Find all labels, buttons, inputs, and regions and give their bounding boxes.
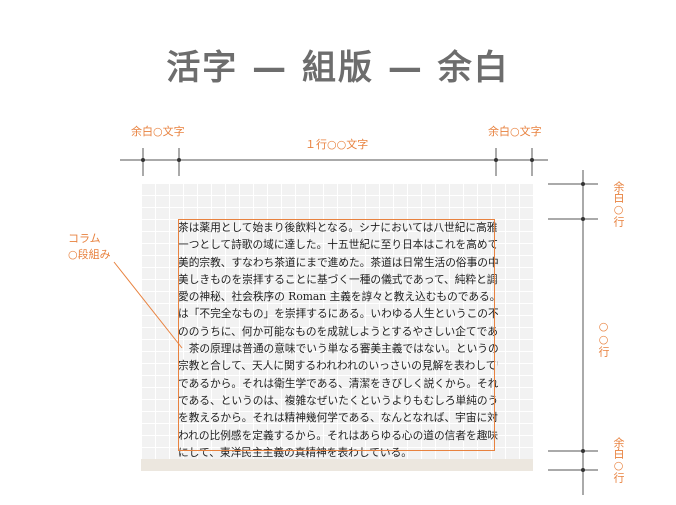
body-text-block: 茶は薬用として始まり後飲料となる。シナにおいては八世紀に高雅な遊びの一つとして詩… [178,219,498,461]
body-line: 茶は薬用として始まり後飲料となる。シナにおいては八世紀に高雅な遊びの [178,221,498,234]
label-line-chars: １行○○文字 [305,138,369,151]
body-line: 美しきものを崇拝することに基づく一種の儀式であって、純粋と調和、相互 [178,272,498,286]
body-line: にして、東洋民主主義の真精神を表わしている。 [178,445,412,459]
label-margin-left: 余白○文字 [131,125,185,138]
body-line: 愛の神秘、社会秩序の Roman 主義を諄々と教え込むものである。茶道の要義 [178,290,498,304]
label-column-count: ○段組み [68,248,111,261]
body-line: ののうちに、何か可能なものを成就しようとするやさしい企てであるから。 [178,324,498,338]
label-margin-top: 余白○行 [612,181,625,227]
label-margin-bottom: 余白○行 [612,437,625,483]
page-title: 活字 — 組版 — 余白 [166,48,510,88]
label-lines-count: ○○行 [597,320,610,357]
body-line: われの比例感を定義するから。それはあらゆる心の道の信者を趣味上の貴族 [178,428,498,442]
body-line: 茶の原理は普通の意味でいう単なる審美主義ではない。というのは、倫理 [188,342,498,356]
label-column: コラム [68,232,101,245]
grid-bottom-band [141,459,533,471]
body-line: 美的宗教、すなわち茶道にまで進めた。茶道は日常生活の俗事の中に存する [178,255,498,269]
body-line: である、というのは、複雑なぜいたくというよりもむしろ単純のうちに慰安 [178,393,498,407]
body-line: 一つとして詩歌の域に達した。十五世紀に至り日本はこれを高めて一種の審 [178,238,498,252]
label-margin-right: 余白○文字 [488,125,542,138]
body-line: は「不完全なもの」を崇拝するにある。いわゆる人生というこの不可解なも [178,307,498,321]
body-line: 宗教と合して、天人に関するわれわれのいっさいの見解を表わしているもの [178,359,498,373]
manuscript-grid [141,183,533,471]
body-line: を教えるから。それは精神幾何学である、なんとなれば、宇宙に対するわれ [178,411,498,425]
body-line: であるから。それは衛生学である、清潔をきびしく説くから。それは経済学 [178,376,498,390]
